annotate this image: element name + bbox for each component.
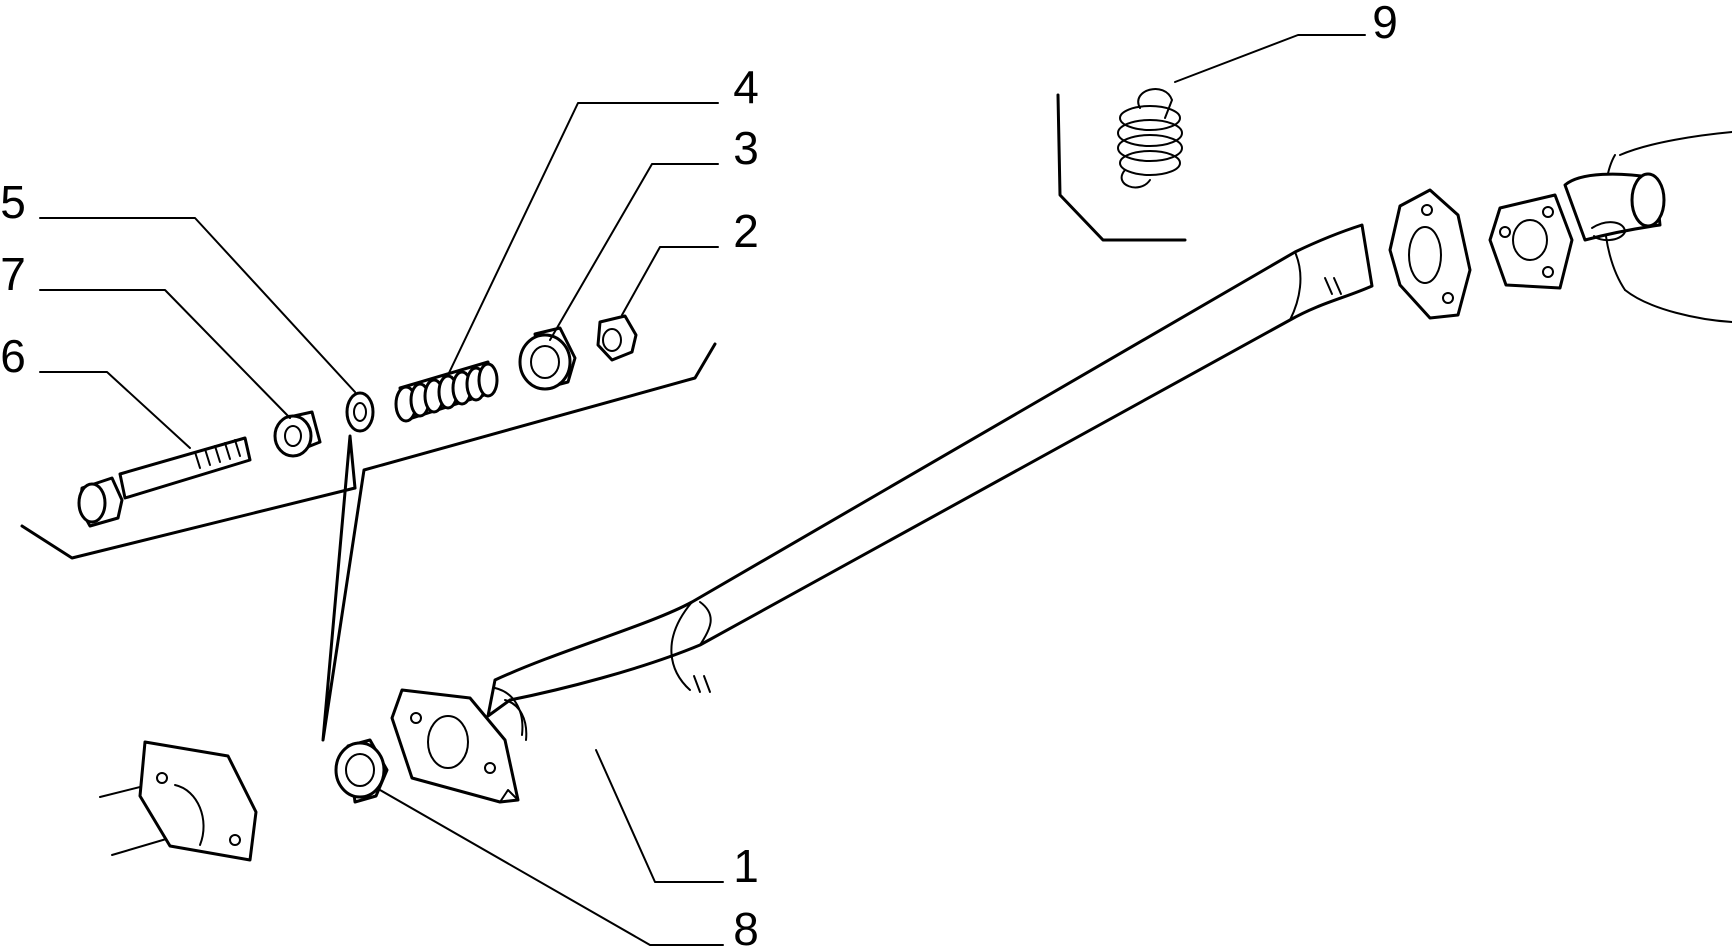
callout-4: 4 xyxy=(733,61,759,113)
bolt-part xyxy=(77,436,252,528)
bush-part xyxy=(273,410,322,458)
spring-part xyxy=(394,360,499,423)
callout-9: 9 xyxy=(1372,0,1398,48)
right-muffler xyxy=(1488,131,1732,323)
callout-3: 3 xyxy=(733,122,759,174)
callout-1: 1 xyxy=(733,840,759,892)
callout-2: 2 xyxy=(733,205,759,257)
left-connecting-pipe xyxy=(99,740,258,862)
sealing-ring-part xyxy=(334,738,389,804)
callout-8: 8 xyxy=(733,903,759,951)
group-lines xyxy=(20,93,1187,742)
main-exhaust-pipe xyxy=(390,188,1472,804)
callout-5: 5 xyxy=(0,176,26,228)
hook-spring-part xyxy=(1117,88,1183,189)
callout-6: 6 xyxy=(0,330,26,382)
callout-labels: 1 2 3 4 5 6 7 8 9 xyxy=(0,0,1398,951)
callout-7: 7 xyxy=(0,248,26,300)
nut-part xyxy=(596,314,638,362)
sleeve-part xyxy=(518,326,577,391)
leader-lines xyxy=(39,34,1366,946)
washer-part xyxy=(345,391,375,433)
